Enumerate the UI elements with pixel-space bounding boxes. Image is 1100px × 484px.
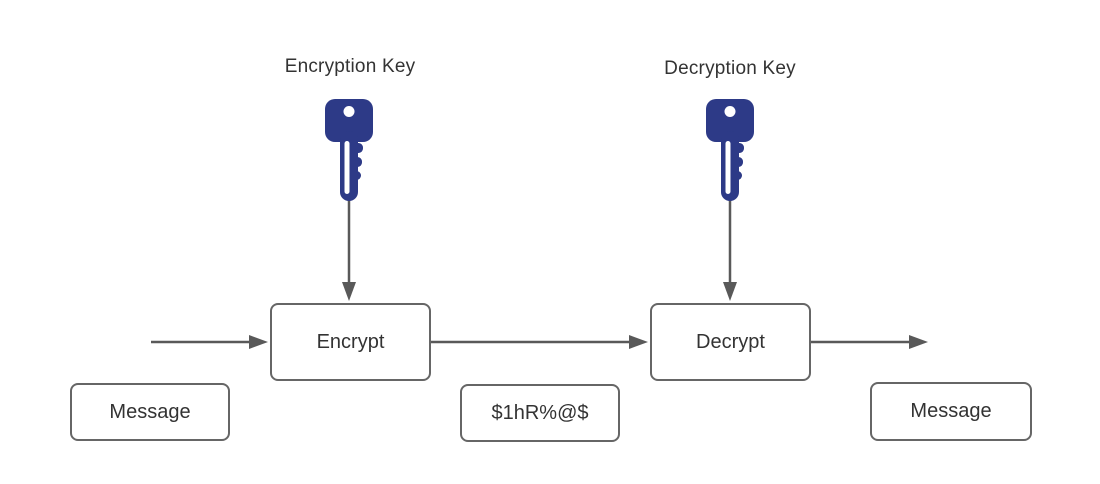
encryption-key-icon: [325, 99, 373, 201]
decrypt-node: Decrypt: [650, 303, 811, 381]
message-output-node: Message: [870, 382, 1032, 441]
arrow-encrypt-to-decrypt: [431, 335, 648, 349]
arrow-decryption-key-to-decrypt: [723, 200, 737, 301]
message-input-node: Message: [70, 383, 230, 441]
decryption-key-label: Decryption Key: [664, 58, 796, 79]
arrow-into-encrypt: [151, 335, 268, 349]
encrypt-node: Encrypt: [270, 303, 431, 381]
decryption-key-icon: [706, 99, 754, 201]
arrow-encryption-key-to-encrypt: [342, 200, 356, 301]
arrow-out-of-decrypt: [811, 335, 928, 349]
ciphertext-node: $1hR%@$: [460, 384, 620, 442]
encryption-key-label: Encryption Key: [284, 56, 416, 77]
